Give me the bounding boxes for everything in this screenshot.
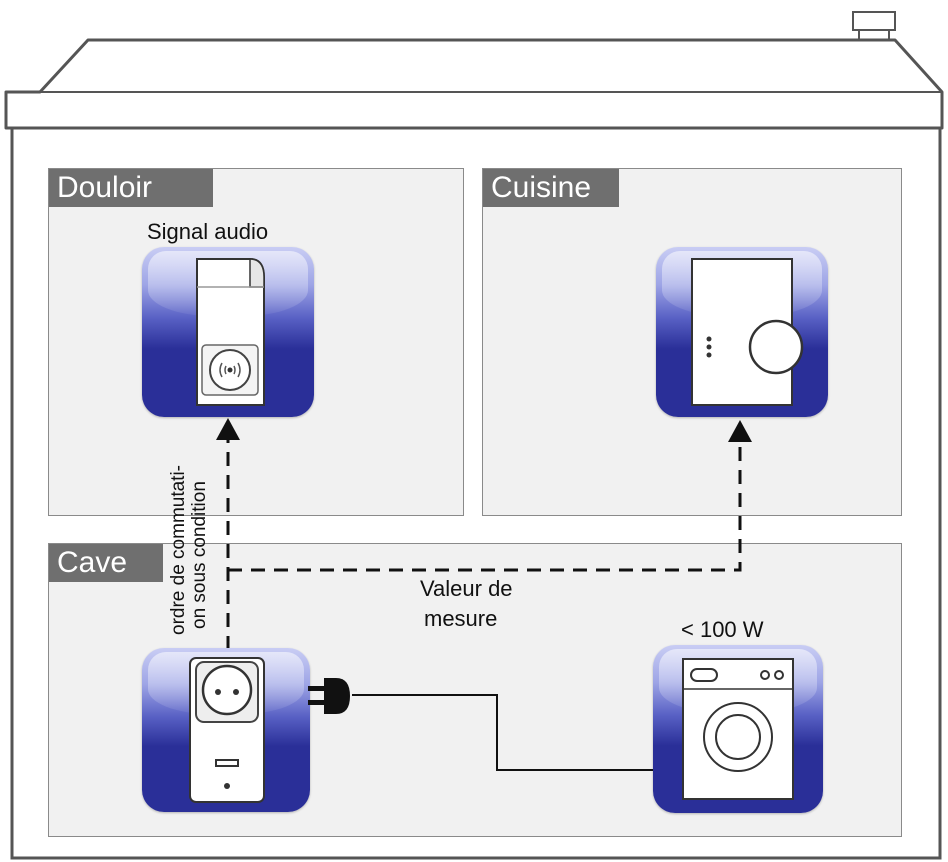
audio-signal-device <box>142 247 314 417</box>
switch-order-label: ordre de commutati- on sous condition <box>168 465 210 635</box>
wall-display-icon <box>691 258 804 406</box>
room-label-basement: Cave <box>49 544 163 582</box>
measurement-label-line2: mesure <box>424 606 498 631</box>
room-label-kitchen: Cuisine <box>483 169 619 207</box>
measurement-label-line1: Valeur de <box>420 576 513 601</box>
smart-plug-icon <box>189 657 265 803</box>
measurement-line <box>228 445 742 572</box>
kitchen-device <box>656 247 828 417</box>
switch-order-line1: ordre de commutati- <box>168 464 189 635</box>
chimney-cap <box>852 11 896 31</box>
washing-machine-caption: < 100 W <box>681 617 764 642</box>
power-cable <box>352 694 655 771</box>
washing-machine-device <box>653 645 823 813</box>
smart-plug-device <box>142 648 310 812</box>
measurement-arrowhead <box>728 420 752 442</box>
switch-order-line2: on sous condition <box>189 481 210 629</box>
audio-sensor-icon <box>196 258 265 406</box>
room-label-bedroom: Douloir <box>49 169 213 207</box>
switch-order-arrowhead <box>216 418 240 440</box>
plug-connector-icon <box>308 678 350 714</box>
washing-machine-icon <box>682 658 794 800</box>
audio-signal-caption: Signal audio <box>147 219 269 244</box>
